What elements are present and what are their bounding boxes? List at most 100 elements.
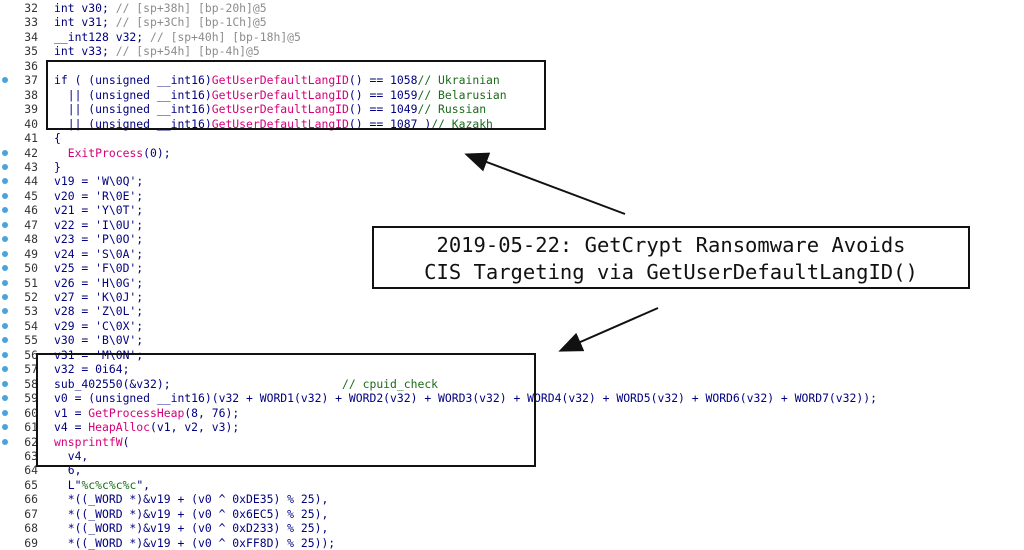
code-line[interactable]: 63 v4, <box>0 449 1024 463</box>
code-text: *((_WORD *)&v19 + (v0 ^ 0xD233) % 25), <box>54 521 329 536</box>
line-number: 58 <box>24 376 38 391</box>
line-number: 33 <box>24 15 38 30</box>
code-token: v23 = 'P\0O'; <box>54 232 144 247</box>
code-line[interactable]: 69 *((_WORD *)&v19 + (v0 ^ 0xFF8D) % 25)… <box>0 536 1024 550</box>
code-line[interactable]: 38 || (unsigned __int16)GetUserDefaultLa… <box>0 88 1024 102</box>
code-line[interactable]: 68 *((_WORD *)&v19 + (v0 ^ 0xD233) % 25)… <box>0 521 1024 535</box>
breakpoint-dot-icon[interactable] <box>2 424 8 431</box>
line-number: 48 <box>24 232 38 247</box>
code-text: v27 = 'K\0J'; <box>54 290 143 304</box>
highlight-box-cpuid <box>36 353 536 467</box>
code-line[interactable]: 43} <box>0 160 1024 174</box>
code-text: int v30; // [sp+38h] [bp-20h]@5 <box>54 1 267 15</box>
code-text: int v33; // [sp+54h] [bp-4h]@5 <box>54 44 260 58</box>
code-token: v4 = <box>54 420 89 435</box>
breakpoint-dot-icon[interactable] <box>2 163 8 170</box>
code-line[interactable]: 57 v32 = 0i64; <box>0 362 1024 376</box>
code-text: || (unsigned __int16)GetUserDefaultLangI… <box>54 102 486 116</box>
code-line[interactable]: 39 || (unsigned __int16)GetUserDefaultLa… <box>0 102 1024 116</box>
code-text: v30 = 'B\0V'; <box>54 333 143 347</box>
breakpoint-dot-icon[interactable] <box>2 351 8 358</box>
line-number: 66 <box>24 492 38 507</box>
code-text: } <box>54 160 61 174</box>
breakpoint-dot-icon[interactable] <box>2 308 8 315</box>
callout-line-2: CIS Targeting via GetUserDefaultLangID() <box>424 260 918 284</box>
code-token: () == 1059 <box>348 87 418 102</box>
code-token: // Kazakh <box>431 116 493 131</box>
code-token: *((_WORD *)&v19 + (v0 ^ 0xD233) % 25), <box>54 521 329 536</box>
breakpoint-dot-icon[interactable] <box>2 265 8 272</box>
callout-line-1: 2019-05-22: GetCrypt Ransomware Avoids <box>436 233 906 257</box>
code-token: v1 = <box>54 405 89 420</box>
code-line[interactable]: 65 L"%c%c%c%c", <box>0 478 1024 492</box>
breakpoint-dot-icon[interactable] <box>2 207 8 214</box>
code-token: int v31; <box>54 15 116 30</box>
code-line[interactable]: 40 || (unsigned __int16)GetUserDefaultLa… <box>0 117 1024 131</box>
code-text: v19 = 'W\0Q'; <box>54 174 143 188</box>
code-token: () == 1087 ) <box>348 116 432 131</box>
breakpoint-dot-icon[interactable] <box>2 192 8 199</box>
breakpoint-dot-icon[interactable] <box>2 178 8 185</box>
line-number: 68 <box>24 521 38 536</box>
line-number: 45 <box>24 188 38 203</box>
breakpoint-dot-icon[interactable] <box>2 395 8 402</box>
breakpoint-dot-icon[interactable] <box>2 409 8 416</box>
code-line[interactable]: 36 <box>0 59 1024 73</box>
code-token: // [sp+38h] [bp-20h]@5 <box>115 1 267 15</box>
breakpoint-dot-icon[interactable] <box>2 322 8 329</box>
breakpoint-dot-icon[interactable] <box>2 236 8 243</box>
breakpoint-dot-icon[interactable] <box>2 250 8 257</box>
code-line[interactable]: 41{ <box>0 131 1024 145</box>
breakpoint-dot-icon[interactable] <box>2 438 8 445</box>
code-token: v30 = 'B\0V'; <box>54 333 144 348</box>
code-token: { <box>54 131 61 146</box>
code-line[interactable]: 34__int128 v32; // [sp+40h] [bp-18h]@5 <box>0 30 1024 44</box>
code-line[interactable]: 45 v20 = 'R\0E'; <box>0 189 1024 203</box>
breakpoint-dot-icon[interactable] <box>2 294 8 300</box>
code-token: if ( (unsigned __int16) <box>54 73 212 88</box>
breakpoint-dot-icon[interactable] <box>2 380 8 387</box>
line-number: 57 <box>24 362 38 377</box>
code-text: v32 = 0i64; <box>54 362 129 376</box>
code-line[interactable]: 48 v23 = 'P\0O'; <box>0 232 1024 246</box>
breakpoint-dot-icon[interactable] <box>2 77 8 84</box>
code-token: ", <box>136 477 151 492</box>
code-token: 'W\0Q' <box>95 174 137 189</box>
code-token: v20 = 'R\0E'; <box>54 188 144 203</box>
line-number: 51 <box>24 275 38 290</box>
code-token: v4, <box>54 448 89 463</box>
breakpoint-dot-icon[interactable] <box>2 221 8 228</box>
annotation-callout: 2019-05-22: GetCrypt Ransomware Avoids C… <box>372 226 970 289</box>
breakpoint-dot-icon[interactable] <box>2 337 8 344</box>
line-number: 36 <box>24 58 38 73</box>
code-line[interactable]: 67 *((_WORD *)&v19 + (v0 ^ 0x6EC5) % 25)… <box>0 507 1024 521</box>
code-line[interactable]: 66 *((_WORD *)&v19 + (v0 ^ 0xDE35) % 25)… <box>0 492 1024 506</box>
breakpoint-dot-icon[interactable] <box>2 366 8 373</box>
breakpoint-dot-icon[interactable] <box>2 149 8 156</box>
code-line[interactable]: 42 ExitProcess(0); <box>0 146 1024 160</box>
code-token: HeapAlloc <box>88 420 151 435</box>
line-number: 49 <box>24 246 38 261</box>
breakpoint-dot-icon[interactable] <box>2 279 8 286</box>
highlight-box-langid <box>46 60 546 130</box>
